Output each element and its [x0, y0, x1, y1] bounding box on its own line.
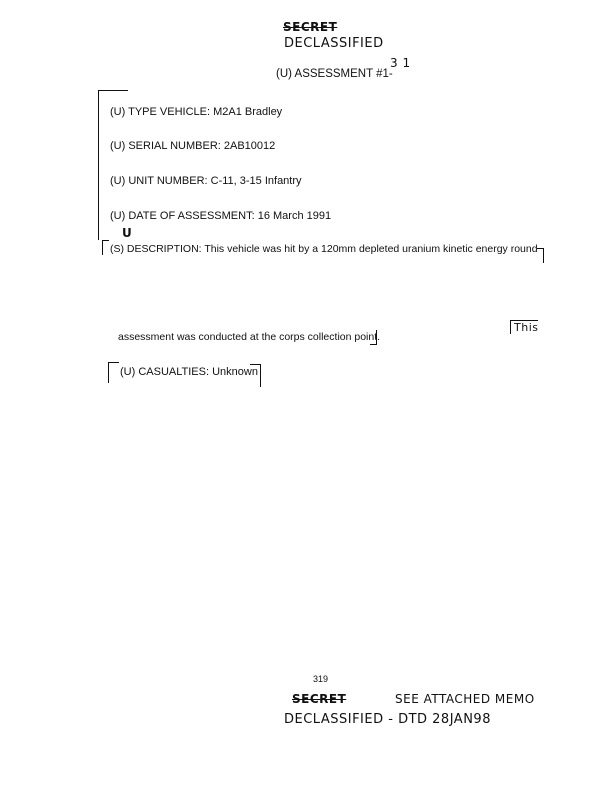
handwritten-u-mark: U [122, 226, 133, 240]
casualties: (U) CASUALTIES: Unknown [120, 366, 258, 378]
declassified-stamp: DECLASSIFIED [284, 36, 384, 51]
field-type-vehicle: (U) TYPE VEHICLE: M2A1 Bradley [110, 106, 283, 118]
description-text: (S) DESCRIPTION: This vehicle was hit by… [110, 243, 538, 255]
field-serial-number: (U) SERIAL NUMBER: 2AB10012 [110, 140, 276, 152]
footer-declassified: DECLASSIFIED - DTD 28JAN98 [284, 712, 491, 727]
handwritten-annotation: 3 1 [390, 56, 411, 70]
footer-memo-note: SEE ATTACHED MEMO [395, 692, 535, 706]
page-title: (U) ASSESSMENT #1- [276, 68, 393, 80]
secret-stamp-struck: SECRET [283, 20, 338, 34]
field-date-of-assessment: (U) DATE OF ASSESSMENT: 16 March 1991 [110, 210, 332, 222]
assessment-text: assessment was conducted at the corps co… [118, 331, 381, 343]
footer-secret-struck: SECRET [292, 692, 347, 706]
this-note: This [510, 320, 539, 334]
field-unit-number: (U) UNIT NUMBER: C-11, 3-15 Infantry [110, 175, 302, 187]
page-number: 319 [313, 674, 329, 684]
